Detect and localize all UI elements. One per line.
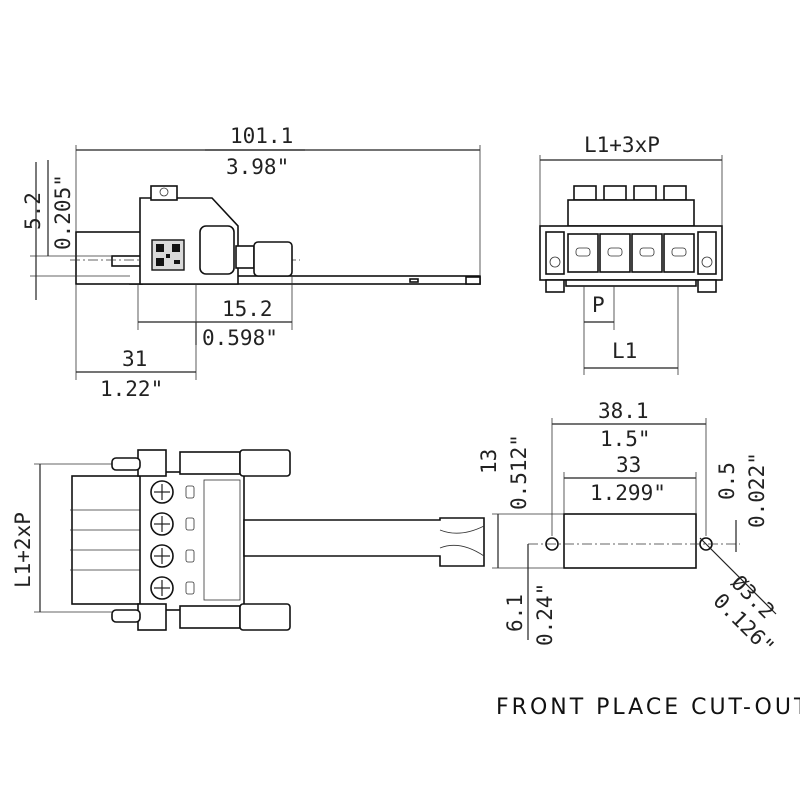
dim-offset-in: 0.598" — [202, 326, 278, 350]
dim-cutout-lower-mm: 6.1 — [503, 594, 527, 632]
dim-overall-length-mm: 101.1 — [230, 124, 293, 148]
dim-cutout-outer-mm: 38.1 — [598, 399, 649, 423]
dim-top-height-label: L1+2xP — [11, 512, 35, 588]
cutout-view: 38.1 1.5" 33 1.299" 13 0.512" 6.1 0.24" … — [477, 399, 779, 659]
top-view-bar — [243, 517, 485, 567]
dim-cutout-height-mm: 13 — [477, 449, 501, 474]
dim-height-mm: 5.2 — [21, 192, 45, 230]
dim-width-label: L1+3xP — [584, 133, 660, 157]
dim-height-in: 0.205" — [51, 174, 75, 250]
dim-offset-mm: 15.2 — [222, 297, 273, 321]
dim-hole-offset-mm: 0.5 — [715, 462, 739, 500]
side-view: 101.1 3.98" 5.2 0.205" 15.2 0.598" 31 1.… — [21, 124, 481, 401]
dim-front-in: 1.22" — [100, 377, 163, 401]
dim-cutout-inner-in: 1.299" — [590, 481, 666, 505]
dim-cutout-height-in: 0.512" — [507, 434, 531, 510]
dim-front-mm: 31 — [122, 347, 147, 371]
dim-hole-offset-in: 0.022" — [745, 452, 769, 528]
dim-l1-label: L1 — [612, 339, 637, 363]
front-view: L1+3xP P L1 — [539, 133, 723, 375]
front-view-top-block — [567, 199, 695, 227]
dim-overall-length-in: 3.98" — [226, 155, 289, 179]
dim-cutout-inner-mm: 33 — [616, 453, 641, 477]
top-view-pin-body — [71, 475, 143, 605]
top-view: L1+2xP — [11, 449, 485, 631]
dim-pitch-label: P — [592, 293, 605, 317]
dim-cutout-lower-in: 0.24" — [533, 583, 557, 646]
dim-cutout-outer-in: 1.5" — [600, 427, 651, 451]
cutout-rect — [563, 513, 697, 569]
page-title: FRONT PLACE CUT-OUT — [496, 695, 800, 720]
